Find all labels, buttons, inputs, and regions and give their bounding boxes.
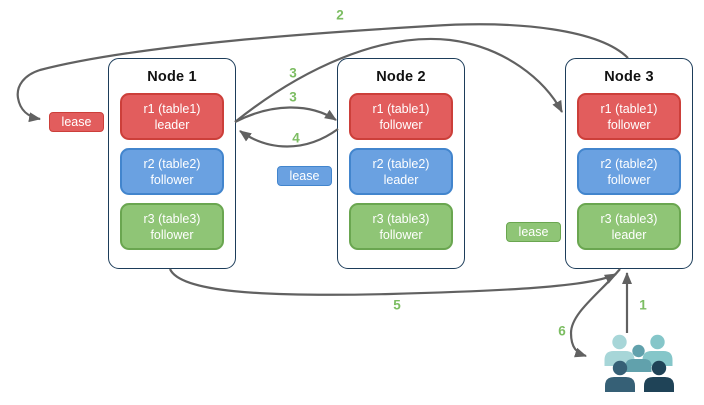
person-center bbox=[625, 344, 652, 372]
replica-name: r1 (table1) bbox=[143, 101, 201, 116]
step-label-2: 2 bbox=[336, 7, 344, 23]
node-1-replica-r2: r2 (table2) follower bbox=[120, 148, 224, 195]
arrow-step-4-node2-to-leader bbox=[239, 128, 339, 148]
node-3-replica-r1: r1 (table1) follower bbox=[577, 93, 681, 140]
replica-name: r2 (table2) bbox=[143, 156, 201, 171]
replica-role: leader bbox=[611, 227, 647, 242]
node-1-box: Node 1 r1 (table1) leader r2 (table2) fo… bbox=[108, 58, 236, 269]
node-3-title: Node 3 bbox=[604, 69, 654, 85]
step-label-3b: 3 bbox=[289, 89, 297, 105]
lease-badge-table2: lease bbox=[277, 166, 332, 186]
replica-name: r1 (table1) bbox=[600, 101, 658, 116]
replica-role: leader bbox=[383, 172, 419, 187]
step-label-5: 5 bbox=[393, 297, 401, 313]
replica-role: follower bbox=[150, 172, 194, 187]
arrow-step-5-node1-to-node3 bbox=[168, 268, 617, 296]
replica-name: r3 (table3) bbox=[143, 211, 201, 226]
node-3-replica-r3: r3 (table3) leader bbox=[577, 203, 681, 250]
node-1-replica-r3: r3 (table3) follower bbox=[120, 203, 224, 250]
replica-name: r1 (table1) bbox=[372, 101, 430, 116]
step-label-4: 4 bbox=[292, 130, 300, 146]
replica-name: r2 (table2) bbox=[372, 156, 430, 171]
replica-role: follower bbox=[379, 117, 423, 132]
lease-badge-table3: lease bbox=[506, 222, 561, 242]
replica-role: follower bbox=[607, 117, 651, 132]
replica-role: follower bbox=[607, 172, 651, 187]
arrow-step-3-leader-to-node2 bbox=[234, 106, 337, 123]
replica-role: follower bbox=[379, 227, 423, 242]
node-1-replica-r1: r1 (table1) leader bbox=[120, 93, 224, 140]
replica-name: r3 (table3) bbox=[372, 211, 430, 226]
node-1-title: Node 1 bbox=[147, 69, 197, 85]
replica-role: leader bbox=[154, 117, 190, 132]
node-2-title: Node 2 bbox=[376, 69, 426, 85]
step-label-6: 6 bbox=[558, 323, 566, 339]
node-2-box: Node 2 r1 (table1) follower r2 (table2) … bbox=[337, 58, 465, 269]
node-3-box: Node 3 r1 (table1) follower r2 (table2) … bbox=[565, 58, 693, 269]
node-3-replica-r2: r2 (table2) follower bbox=[577, 148, 681, 195]
people-group-icon bbox=[604, 334, 674, 392]
node-2-replica-r1: r1 (table1) follower bbox=[349, 93, 453, 140]
person-bottom-right bbox=[644, 360, 674, 392]
lease-badge-table1: lease bbox=[49, 112, 104, 132]
replica-role: follower bbox=[150, 227, 194, 242]
replica-name: r3 (table3) bbox=[600, 211, 658, 226]
node-2-replica-r3: r3 (table3) follower bbox=[349, 203, 453, 250]
node-2-replica-r2: r2 (table2) leader bbox=[349, 148, 453, 195]
replica-name: r2 (table2) bbox=[600, 156, 658, 171]
person-bottom-left bbox=[605, 360, 635, 392]
step-label-1: 1 bbox=[639, 297, 647, 313]
step-label-3a: 3 bbox=[289, 65, 297, 81]
